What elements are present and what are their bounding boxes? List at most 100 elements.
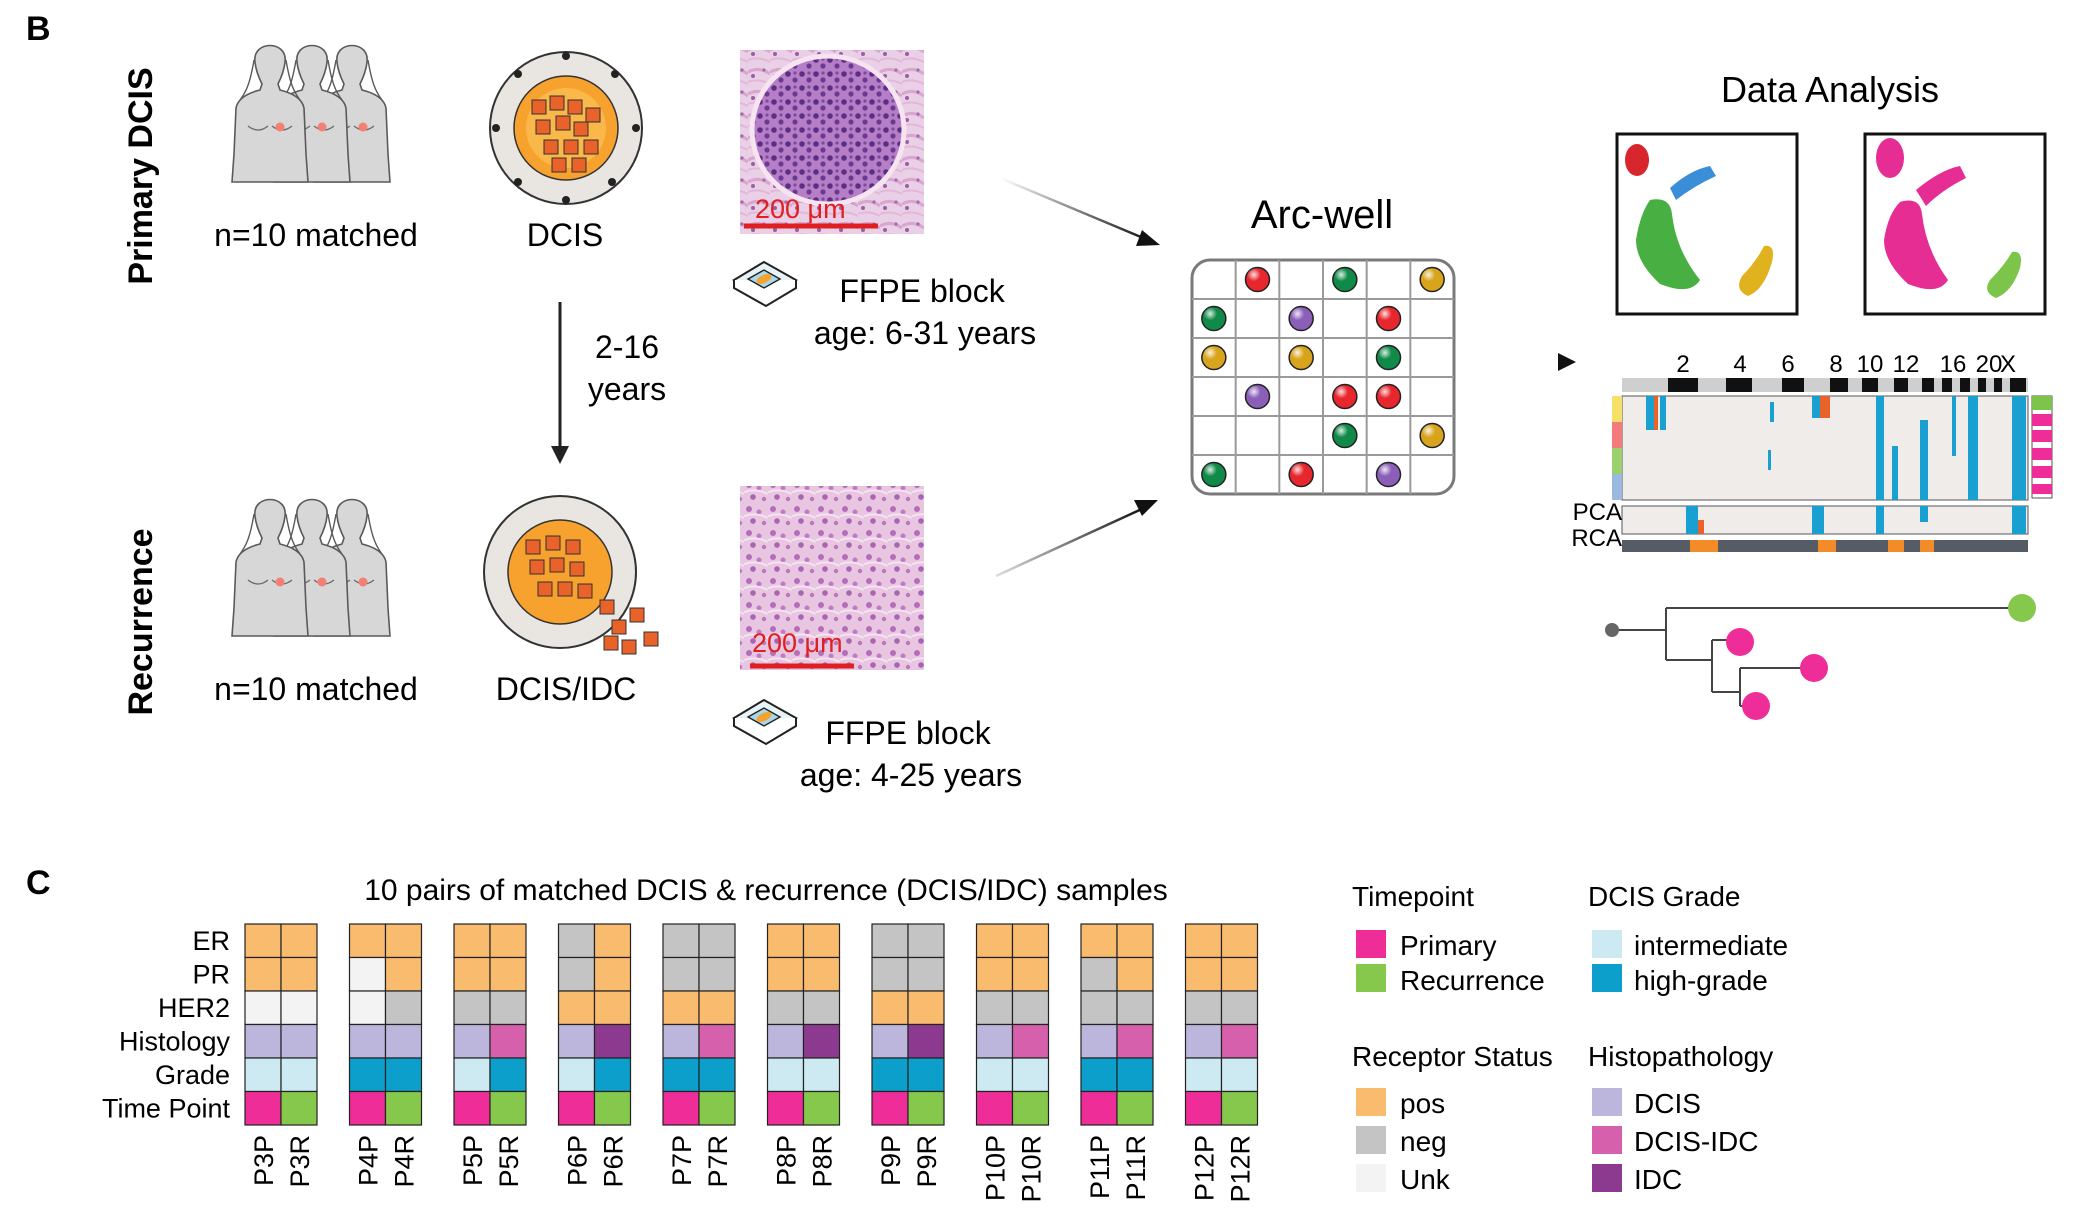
interval-arrowhead — [551, 446, 569, 464]
heatmap-cell — [453, 1023, 491, 1059]
chromosome-label: 20 — [1976, 351, 2003, 378]
heatmap-cell — [1011, 923, 1050, 959]
chromosome-band — [1922, 378, 1934, 392]
sample-label: P12P — [1190, 1135, 1220, 1201]
heatmap-cell — [802, 956, 841, 992]
heatmap-cell — [698, 923, 736, 959]
heatmap-cell — [384, 1057, 423, 1093]
heatmap-cell — [244, 1057, 282, 1093]
arcwell-cell-highlight — [1376, 345, 1401, 370]
sample-label: P10P — [981, 1135, 1011, 1201]
track-label-rca: RCA — [1571, 525, 1622, 552]
heatmap-cell — [244, 990, 282, 1026]
sample-label: P6R — [599, 1135, 629, 1188]
heatmap-cell — [975, 1023, 1014, 1059]
heatmap-cell — [593, 923, 632, 959]
arcwell-cell-highlight — [1289, 345, 1314, 370]
heatmap-cell — [1011, 1057, 1050, 1093]
legend-swatch-neg — [1356, 1126, 1386, 1154]
sample-label: P3R — [285, 1135, 315, 1188]
heatmap-cell — [557, 990, 596, 1026]
heatmap-cell — [698, 990, 736, 1026]
heatmap-cell — [1116, 990, 1154, 1026]
arcwell-cell-highlight — [1332, 267, 1357, 292]
chromosome-band — [1668, 378, 1698, 392]
legend-receptor-title: Receptor Status — [1352, 1041, 1553, 1072]
heatmap-cell — [1080, 1057, 1118, 1093]
chromosome-band — [1994, 378, 2002, 392]
arcwell-cell-highlight — [1332, 423, 1357, 448]
umap-plot-clusters — [1615, 132, 1799, 316]
chromosome-band — [1978, 378, 1986, 392]
sample-label: P6P — [563, 1135, 593, 1186]
legend-swatch-idc — [1592, 1164, 1622, 1192]
dcis-duct-icon — [489, 51, 643, 205]
heatmap-cell — [1116, 956, 1154, 992]
row-label-recurrence: Recurrence — [122, 528, 160, 715]
legend-grade-title: DCIS Grade — [1588, 881, 1741, 912]
legend-timepoint-title: Timepoint — [1352, 881, 1474, 912]
heatmap-cell — [280, 956, 318, 992]
heatmap-cell — [1116, 1023, 1154, 1059]
sample-label: P5P — [458, 1135, 488, 1186]
heatmap-cell — [348, 1090, 387, 1126]
heatmap-cell — [384, 956, 423, 992]
legend-swatch-unk — [1356, 1164, 1386, 1192]
heatmap-cell — [907, 1057, 945, 1093]
legend-swatch-pos — [1356, 1088, 1386, 1116]
heatmap-cell — [802, 990, 841, 1026]
sample-label: P8P — [772, 1135, 802, 1186]
heatmap-cell — [802, 1057, 841, 1093]
heatmap-cell — [1220, 923, 1259, 959]
heatmap-cell — [557, 1023, 596, 1059]
arcwell-cell-highlight — [1289, 306, 1314, 331]
heatmap-cell — [453, 1090, 491, 1126]
legend-label-pos: pos — [1400, 1088, 1445, 1119]
arcwell-cell-highlight — [1245, 384, 1270, 409]
heatmap-cell — [662, 956, 700, 992]
heatmap-cell — [766, 1057, 805, 1093]
heatmap-cell — [975, 1090, 1014, 1126]
legend-label-unk: Unk — [1400, 1164, 1451, 1195]
arcwell-title: Arc-well — [1251, 193, 1393, 237]
heatmap-cell — [802, 1023, 841, 1059]
heatmap-cell — [766, 923, 805, 959]
heatmap-cell — [802, 923, 841, 959]
primary-scale-bar-label: 200 μm — [755, 194, 846, 224]
heatmap-cell — [1184, 990, 1223, 1026]
primary-histology-image — [740, 50, 924, 234]
sample-label: P4R — [390, 1135, 420, 1188]
arcwell-cell-highlight — [1201, 345, 1226, 370]
chromosome-label: 12 — [1893, 351, 1920, 378]
heatmap-cell — [698, 1090, 736, 1126]
heatmap-cell — [1220, 990, 1259, 1026]
heatmap-cell — [662, 1090, 700, 1126]
panel-b-label: B — [26, 10, 51, 48]
heatmap-cell — [1116, 1090, 1154, 1126]
heatmap-row-label: Time Point — [102, 1094, 231, 1124]
arcwell-cell-highlight — [1332, 384, 1357, 409]
sample-label: P8R — [808, 1135, 838, 1188]
phylogenetic-tree — [1605, 594, 2036, 720]
heatmap-cell — [557, 923, 596, 959]
arcwell-plate — [1190, 258, 1456, 496]
heatmap-cell — [489, 956, 527, 992]
heatmap-cell — [244, 1023, 282, 1059]
chromosome-label: X — [2000, 351, 2016, 378]
heatmap-cell — [871, 1090, 909, 1126]
heatmap-cell — [766, 1023, 805, 1059]
sample-label: P10R — [1017, 1135, 1047, 1203]
heatmap-cell — [975, 956, 1014, 992]
sample-label: P12R — [1226, 1135, 1256, 1203]
recurrence-patients-label: n=10 matched — [214, 671, 418, 707]
panel-c-label: C — [26, 864, 51, 902]
chromosome-band — [1830, 378, 1848, 392]
legend-label-high-grade: high-grade — [1634, 965, 1768, 996]
sample-label: P4P — [354, 1135, 384, 1186]
heatmap-cell — [557, 956, 596, 992]
heatmap-cell — [662, 1023, 700, 1059]
legend-label-dcis: DCIS — [1634, 1088, 1701, 1119]
heatmap-cell — [489, 1090, 527, 1126]
heatmap-cell — [453, 1057, 491, 1093]
sample-label: P9P — [876, 1135, 906, 1186]
